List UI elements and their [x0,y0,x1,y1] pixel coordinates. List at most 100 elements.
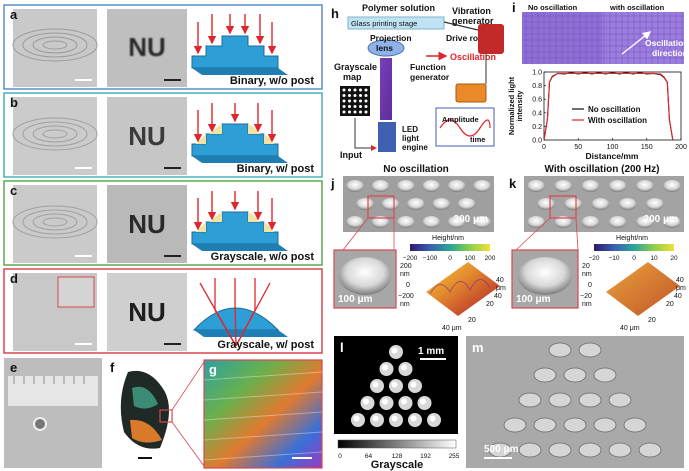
panel-b-projection-image [107,97,187,175]
led-label-2: light [402,134,419,143]
y-ticks: 1.00.80.60.40.20.0 [532,70,546,145]
microlens-dome [432,198,451,210]
microlens-domes [346,180,491,228]
microlens-dome [618,198,637,210]
drive-rod [443,21,479,31]
map-dot [364,110,368,114]
colorbar-tick-label: 100 [465,255,476,262]
z-tick: −200 [398,293,414,300]
with-osc-image-label: with oscillation [609,3,665,12]
projection-label-2: lens [376,43,393,53]
grayscale-map-label-1: Grayscale [334,62,377,72]
axis-tick: 20 [486,301,494,308]
nu-text: NU [128,32,166,62]
microlens-dome [564,198,583,210]
colorbar-label: Grayscale [371,459,424,471]
colorbar-tick-label: −200 [403,255,418,262]
microlens-dome [473,180,491,192]
pattern-dot-highlight [391,347,398,354]
ruler [8,376,98,406]
map-dot [353,99,357,103]
binary-lens-schematic [191,14,288,75]
grayscale-map-label-2: map [343,72,362,82]
stage-label: Glass printing stage [351,19,417,28]
microlens-dome [527,216,545,228]
map-dot [342,88,346,92]
inset-dome [518,257,572,295]
panel-c-optical-image [13,185,97,263]
microlens-dome [457,198,476,210]
map-dot [342,94,346,97]
led-label-3: engine [402,143,428,152]
map-dot [359,88,362,92]
panel-b: NU b Binary, w/ post [3,92,323,178]
microlens-dome [645,198,664,210]
microlens-dome [371,216,390,228]
panel-e-photo [4,358,102,468]
microlens-dome [371,180,390,192]
y-tick-label: 0.6 [532,97,542,104]
map-dot [353,105,357,108]
colorbar-tick-label: −10 [608,255,619,262]
inset-scale-label: 100 μm [338,294,373,305]
pixel-grid [522,12,684,64]
oscillation-direction-arrow [621,31,652,55]
printing-stage [347,16,445,30]
axis-tick: 40 μm [442,325,462,332]
colorbar-tick-label: 200 [485,255,496,262]
vibration-label-2: generator [452,16,494,26]
microlens-dome [527,180,545,192]
map-dot [348,110,351,114]
map-dot [342,110,346,114]
wing-patch [132,386,158,409]
panel-b-fresnel-rings [12,117,98,151]
scale-texture [203,371,323,461]
panel-label-g: g [209,362,217,377]
vibration-generator [478,24,504,54]
function-generator [455,83,487,103]
grayscale-lens-schematic [191,191,288,251]
pattern-dot-highlight [401,364,407,371]
vibration-label-1: Vibration [452,6,491,16]
colorbar-tick-label: 64 [365,453,373,460]
panel-a-caption: Binary, w/o post [230,75,314,87]
map-dot [348,105,351,108]
osc-direction-label-2: direction [652,48,688,58]
scale-label: 1 mm [418,346,444,357]
lens-ellipse [578,392,602,408]
axis-tick: 20 [468,317,476,324]
panel-d-projection-image [107,273,187,351]
microlens-dome [346,180,364,192]
lens-ellipse [533,367,557,383]
microlens-dome [537,198,555,210]
lens-ellipse [503,417,527,433]
panel-b-caption: Binary, w/ post [237,163,315,175]
y-tick-label: 0.2 [532,124,542,131]
panel-label-h: h [331,6,339,21]
time-label: time [470,135,485,144]
waveform-inset [435,107,495,147]
projection-label-1: Projection [370,33,412,43]
projection-lens [367,39,405,57]
lens-ellipse [608,392,632,408]
z-tick: nm [582,301,592,308]
axis-tick: 20 [666,301,674,308]
microlens-dome [663,216,681,228]
pattern-dot-highlight [363,398,369,405]
panel-b-optical-image [13,97,97,175]
panel-i: i No oscillation with oscillation Oscill… [507,0,688,161]
grayscale-map-dots [342,88,368,114]
oscillation-label: Oscillation [450,52,496,62]
colorbar-tick-label: −20 [588,255,599,262]
panel-c-caption: Grayscale, w/o post [211,251,315,263]
pattern-dot-highlight [382,364,388,371]
microlens-dome [406,198,425,210]
pattern-dot-highlight [353,415,360,422]
panel-j: j No oscillation 200 μm 100 μm Height/nm… [330,164,506,332]
panel-e: e [4,358,102,468]
z-tick: nm [582,271,592,278]
polymer-label: Polymer solution [362,3,435,13]
x-tick-label: 200 [675,144,687,151]
panel-d-inset-box [57,276,95,308]
